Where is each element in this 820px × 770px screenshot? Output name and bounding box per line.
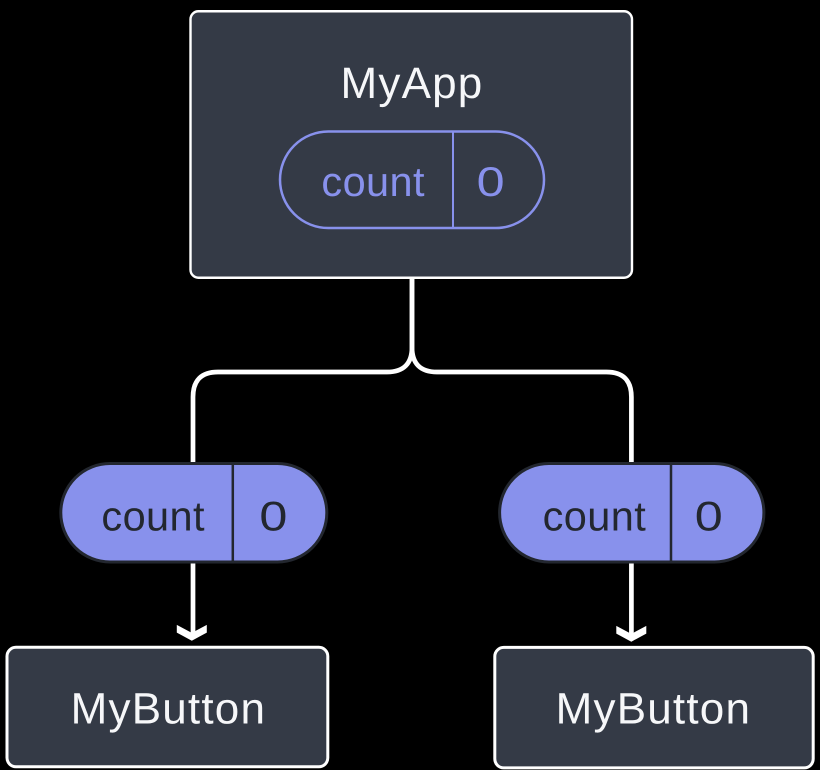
svg-text:0: 0 (477, 158, 505, 205)
svg-text:count: count (321, 158, 425, 205)
svg-text:count: count (101, 492, 205, 539)
svg-text:0: 0 (259, 492, 287, 539)
svg-text:0: 0 (695, 492, 723, 539)
svg-text:MyButton: MyButton (556, 685, 751, 734)
svg-text:MyApp: MyApp (341, 59, 484, 108)
svg-text:count: count (543, 492, 647, 539)
svg-text:MyButton: MyButton (71, 685, 266, 734)
